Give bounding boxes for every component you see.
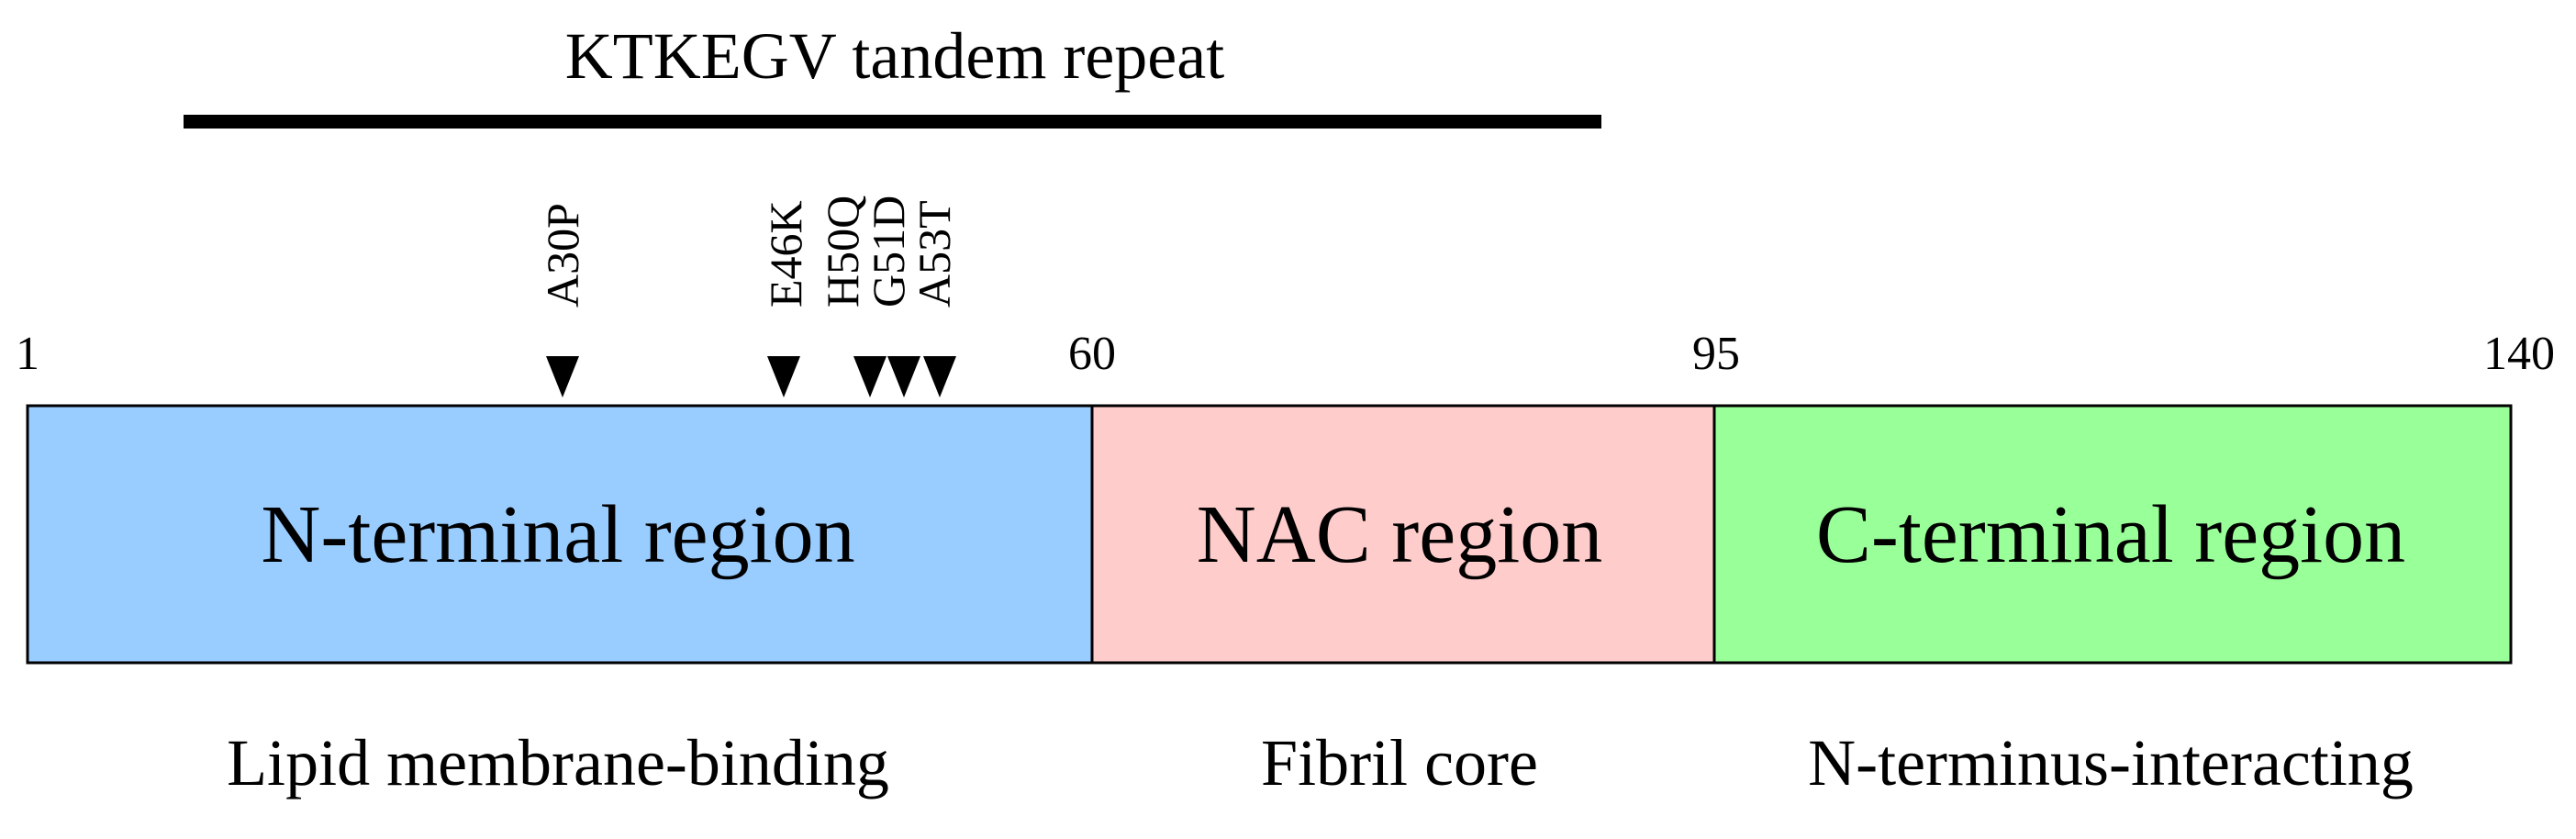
n-terminal-region-box (26, 404, 1094, 665)
mutation-marker-e46k (767, 356, 800, 397)
nac-function-label: Fibril core (1261, 726, 1538, 800)
mutation-marker-a30p (546, 356, 579, 397)
mutation-label-a53t: A53T (909, 200, 960, 308)
mutation-marker-h50q (853, 356, 887, 397)
mutation-marker-a53t (923, 356, 956, 397)
n-terminal-region-label: N-terminal region (261, 489, 854, 580)
residue-number-60: 60 (1068, 328, 1116, 380)
c-terminal-region-box (1712, 404, 2513, 665)
residue-number-end: 140 (2483, 328, 2555, 380)
mutation-label-h50q: H50Q (817, 196, 868, 308)
n-terminal-function-label: Lipid membrane-binding (227, 726, 889, 800)
repeat-title: KTKEGV tandem repeat (565, 19, 1224, 93)
c-terminal-function-label: N-terminus-interacting (1808, 726, 2414, 800)
mutation-label-g51d: G51D (863, 196, 914, 308)
mutation-marker-g51d (887, 356, 920, 397)
mutation-label-e46k: E46K (760, 200, 811, 308)
residue-number-95: 95 (1692, 328, 1740, 380)
residue-number-start: 1 (16, 328, 39, 380)
nac-region-label: NAC region (1197, 489, 1602, 580)
nac-region-box (1090, 404, 1716, 665)
mutation-label-a30p: A30P (537, 203, 588, 308)
repeat-span-bar (184, 115, 1601, 129)
c-terminal-region-label: C-terminal region (1816, 489, 2405, 580)
